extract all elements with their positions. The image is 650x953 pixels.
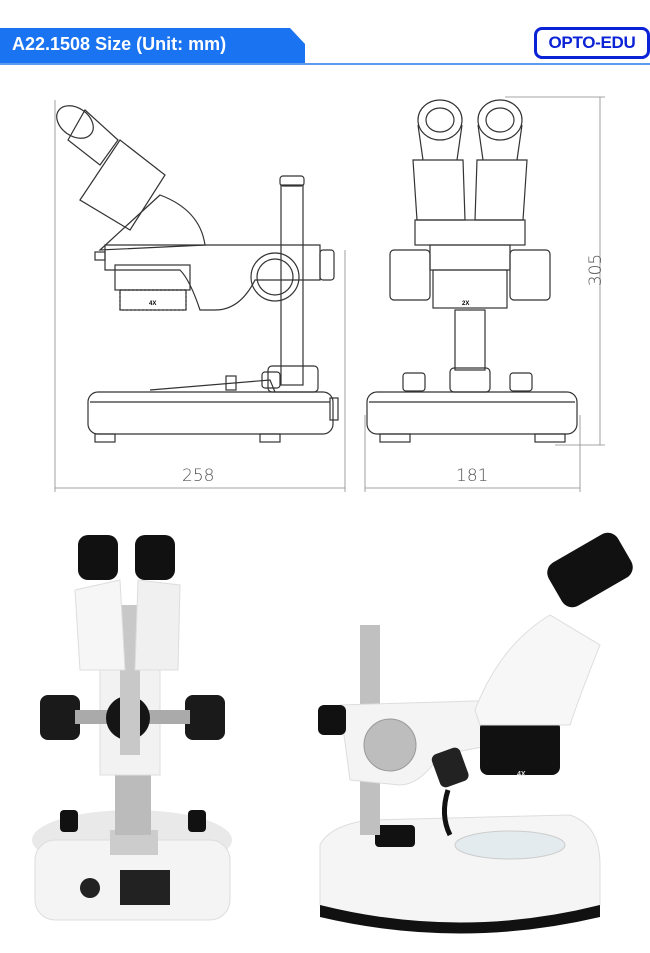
side-photo (318, 532, 633, 934)
brand-logo: OPTO-EDU (534, 27, 650, 59)
front-width-dimension: 181 (456, 466, 489, 486)
front-photo (32, 535, 232, 921)
front-view-drawing (364, 96, 605, 492)
title-banner: A22.1508 Size (Unit: mm) (0, 28, 305, 64)
photo-objective-label: 4X (517, 771, 526, 778)
side-view-drawing (54, 100, 346, 492)
side-width-dimension: 258 (182, 466, 215, 486)
height-dimension: 305 (586, 253, 607, 287)
front-objective-label: 2X (462, 301, 470, 307)
page-title: A22.1508 Size (Unit: mm) (12, 34, 227, 54)
banner-shape (0, 28, 305, 64)
header-divider (0, 63, 650, 65)
side-objective-label: 4X (149, 301, 157, 307)
